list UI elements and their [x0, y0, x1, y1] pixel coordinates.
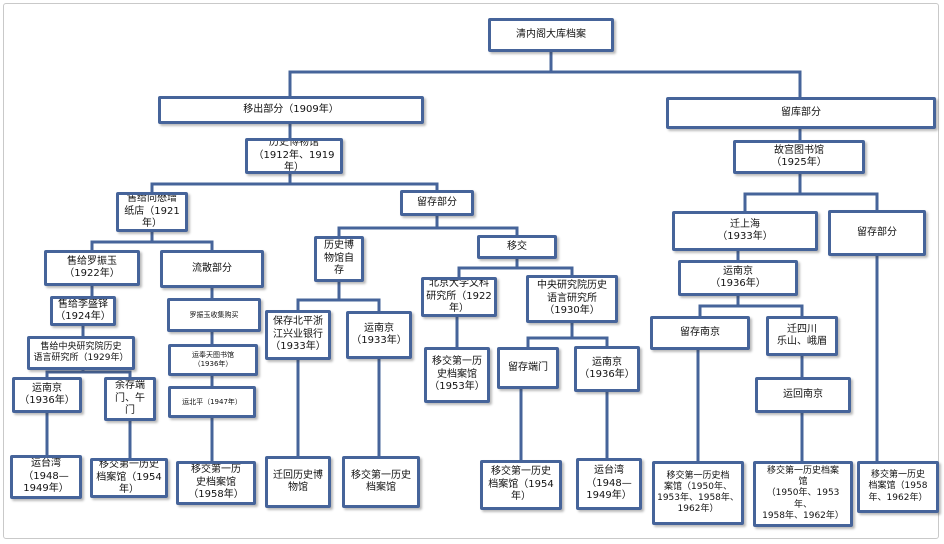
node-ybp: 运北平（1947年）	[168, 386, 256, 418]
node-lc1: 留存部分	[400, 190, 474, 216]
node-sell-li: 售给李盛铎 （1924年）	[50, 296, 116, 326]
node-lcdm: 留存端门	[497, 347, 559, 389]
node-sc: 迁四川 乐山、峨眉	[766, 316, 838, 356]
node-yijiao: 移交	[477, 235, 557, 259]
node-sell-zy: 售给中央研究院历史 语言研究所（1929年）	[27, 336, 135, 370]
node-ynj-b: 运南京 （1933年）	[346, 311, 412, 359]
node-d8: 移交第一历史 档案馆（1958 年、1962年）	[857, 461, 939, 513]
node-fengtian: 运奉天图书馆 （1936年）	[168, 344, 258, 376]
node-ynj-a: 运南京 （1936年）	[678, 260, 798, 296]
node-root: 清内阁大库档案	[488, 18, 614, 52]
node-qhls: 迁回历史博 物馆	[265, 456, 331, 508]
node-gg: 故宫图书馆 （1925年）	[733, 140, 865, 174]
node-d5: 移交第一历史 档案馆（1954 年）	[480, 460, 562, 510]
node-bjyl: 保存北平浙 江兴业银行 （1933年）	[265, 310, 331, 360]
node-sh: 迁上海 （1933年）	[672, 211, 818, 251]
node-sell-tong: 售给同懋增 纸店（1921 年）	[116, 192, 188, 232]
node-hm: 历史博物馆 （1912年、1919年）	[245, 138, 343, 174]
node-tw-b: 运台湾 （1948— 1949年）	[576, 458, 642, 510]
node-lc2: 留存部分	[828, 210, 926, 256]
node-keep: 留库部分	[666, 97, 936, 129]
node-d6: 移交第一历史档 案馆（1950年、 1953年、1958年、 1962年）	[652, 461, 744, 525]
node-yhnj: 运回南京	[755, 377, 851, 413]
node-luo-buy: 罗振玉收集购买	[167, 298, 261, 332]
node-hmzc: 历史博 物馆自 存	[314, 236, 364, 282]
node-d3: 移交第一历 史档案馆 （1958年）	[176, 461, 256, 505]
node-liusan: 流散部分	[160, 250, 264, 288]
node-d7: 移交第一历史档案 馆 （1950年、1953年、 1958年、1962年）	[753, 461, 853, 527]
node-tw-a: 运台湾 （1948— 1949年）	[10, 455, 82, 499]
diagram-frame	[3, 3, 939, 539]
node-sell-luo: 售给罗振玉 （1922年）	[44, 250, 140, 286]
node-d1: 移交第一历 史档案馆 （1953年）	[424, 347, 490, 403]
node-d2: 移交第一历史 档案馆（1954 年）	[90, 458, 168, 498]
node-zy: 中央研究院历史 语言研究所 （1930年）	[526, 275, 618, 323]
node-d4: 移交第一历史 档案馆	[342, 456, 420, 508]
node-lcnj: 留存南京	[650, 316, 750, 350]
node-ynj-d: 运南京 （1936年）	[12, 377, 82, 413]
node-ynj-c: 运南京 （1936年）	[574, 346, 640, 392]
node-bd: 北京大学文科 研究所（1922 年）	[421, 277, 497, 317]
node-out: 移出部分（1909年）	[158, 96, 424, 124]
node-ycdm: 余存端 门、午 门	[104, 377, 156, 421]
